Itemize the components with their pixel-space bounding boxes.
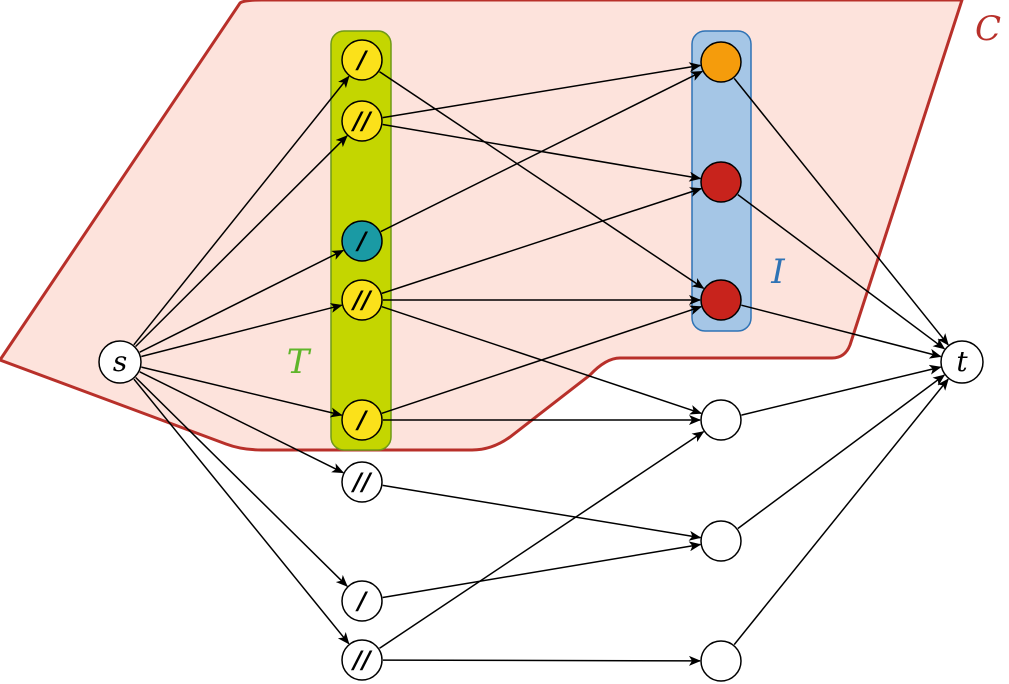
left-node-circle [341, 461, 383, 503]
left-node: // [341, 279, 383, 321]
left-node-circle [341, 279, 383, 321]
left-node: / [341, 39, 383, 81]
source-node-label: s [113, 345, 127, 378]
edge-L6-R5 [382, 484, 702, 541]
edge-R6-t [733, 378, 949, 646]
group-i-label: I [770, 252, 785, 292]
left-node: // [341, 639, 383, 681]
edge-s-L8 [133, 378, 350, 645]
right-node-circle [700, 399, 742, 441]
edge-s-L2 [135, 135, 348, 348]
left-node: / [341, 580, 383, 622]
edge-L4-R2 [381, 187, 703, 295]
edge-s-L6 [139, 371, 345, 474]
left-node-circle [341, 639, 383, 681]
region-c-label: C [975, 9, 1001, 49]
right-node [700, 520, 742, 562]
edge-s-L7 [135, 376, 348, 587]
right-node [700, 41, 742, 83]
right-node-circle [700, 279, 742, 321]
right-node [700, 640, 742, 682]
edge-R1-t [733, 77, 949, 346]
left-node-mark: // [350, 646, 373, 674]
left-node-circle [341, 100, 383, 142]
edge-L2-R1 [382, 62, 702, 119]
edges-layer [133, 62, 949, 666]
left-node-mark: // [350, 286, 373, 314]
right-node-circle [700, 520, 742, 562]
edge-L8-R4 [379, 431, 705, 649]
right-node-circle [700, 640, 742, 682]
edge-R5-t [737, 374, 946, 530]
left-node: / [341, 399, 383, 441]
source-node: s [98, 340, 142, 384]
region-c [0, 0, 964, 452]
right-node [700, 161, 742, 203]
group-t-label: T [287, 342, 312, 382]
right-node [700, 399, 742, 441]
left-node-circle [341, 399, 383, 441]
left-node-circle [341, 580, 383, 622]
edge-L7-R5 [382, 541, 702, 599]
edge-R3-t [741, 304, 942, 359]
right-node [700, 279, 742, 321]
sink-node-label: t [956, 345, 968, 378]
edge-L5-R3 [381, 305, 703, 415]
edge-s-L1 [133, 75, 350, 346]
left-node-mark: // [350, 468, 373, 496]
left-node-circle [341, 39, 383, 81]
left-node: // [341, 461, 383, 503]
edge-s-L4 [141, 303, 343, 358]
right-node-circle [700, 41, 742, 83]
nodes-layer: s t //////////// [98, 39, 984, 682]
sink-node: t [940, 340, 984, 384]
left-node-mark: / [355, 587, 369, 615]
edge-s-L3 [139, 249, 345, 353]
edge-L3-R1 [380, 70, 704, 233]
edge-L1-R3 [379, 71, 705, 289]
left-node-circle [341, 220, 383, 262]
left-node-mark: / [355, 406, 369, 434]
left-node-mark: // [350, 107, 373, 135]
edge-s-L5 [141, 366, 343, 418]
left-node: // [341, 100, 383, 142]
edge-R4-t [741, 364, 942, 416]
edge-R2-t [737, 193, 946, 350]
edge-L8-R6 [382, 655, 701, 666]
left-node-mark: / [355, 46, 369, 74]
left-node-mark: / [355, 227, 369, 255]
left-node: / [341, 220, 383, 262]
right-node-circle [700, 161, 742, 203]
